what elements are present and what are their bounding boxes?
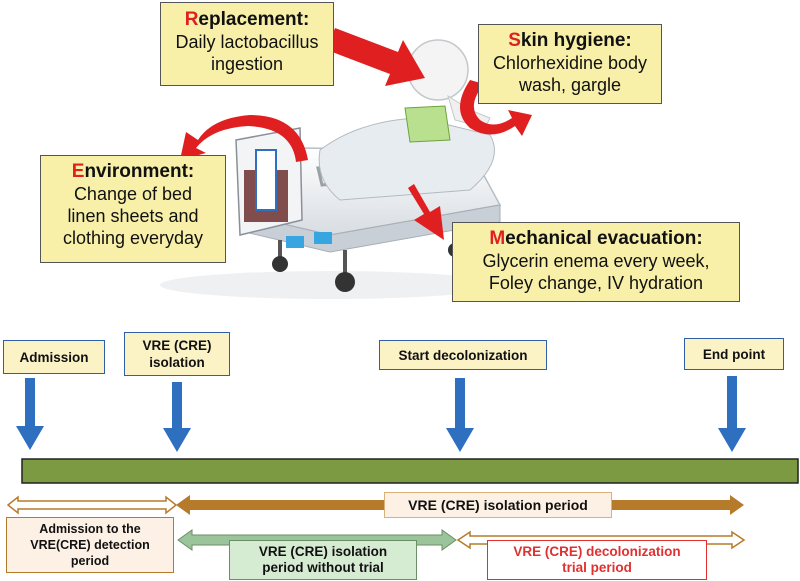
replacement-line2: ingestion — [210, 54, 284, 74]
end-down-arrow-icon — [718, 376, 746, 452]
end-point-label: End point — [702, 346, 766, 362]
without-trial-box: VRE (CRE) isolation period without trial — [229, 540, 417, 580]
timeline-bar — [21, 458, 799, 484]
isolation-period-box: VRE (CRE) isolation period — [384, 492, 612, 518]
environment-title: Environment: — [41, 161, 225, 183]
mechanical-title: Mechanical evacuation: — [453, 228, 739, 250]
red-arrows — [180, 28, 532, 240]
detection-period-box: Admission to the VRE(CRE) detection peri… — [6, 517, 174, 573]
isolation-box: VRE (CRE) isolation — [124, 332, 230, 376]
skin-line1: Chlorhexidine body — [492, 53, 648, 73]
patient-icon — [318, 39, 495, 201]
environment-line1: Change of bed — [73, 184, 193, 204]
start-decolonization-label: Start decolonization — [398, 347, 528, 363]
environment-callout: Environment: Change of bed linen sheets … — [40, 155, 226, 263]
replacement-callout: Replacement: Daily lactobacillus ingesti… — [160, 2, 334, 86]
isolation-label-l2: isolation — [149, 355, 205, 370]
replacement-initial: R — [184, 9, 199, 30]
environment-initial: E — [71, 161, 85, 182]
admission-box: Admission — [3, 340, 105, 374]
environment-line3: clothing everyday — [62, 228, 204, 248]
mechanical-title-rest: echanical evacuation: — [505, 228, 703, 249]
detection-period-arrow-icon — [6, 495, 178, 515]
isolation-label-l1: VRE (CRE) — [142, 338, 212, 353]
without-trial-l2: period without trial — [262, 560, 384, 575]
environment-line2: linen sheets and — [67, 206, 199, 226]
environment-arrow-icon — [180, 115, 308, 162]
skin-line2: wash, gargle — [518, 75, 622, 95]
skin-title: Skin hygiene: — [479, 30, 661, 52]
detection-l3: period — [70, 554, 110, 568]
without-trial-l1: VRE (CRE) isolation — [258, 544, 388, 559]
replacement-line1: Daily lactobacillus — [175, 32, 319, 52]
detection-l2: VRE(CRE) detection — [30, 538, 150, 552]
skin-arrow-icon — [460, 80, 532, 136]
start-decolonization-box: Start decolonization — [379, 340, 547, 370]
start-down-arrow-icon — [446, 378, 474, 452]
decolonization-l1: VRE (CRE) decolonization — [513, 544, 681, 559]
mechanical-callout: Mechanical evacuation: Glycerin enema ev… — [452, 222, 740, 302]
replacement-title-rest: eplacement: — [198, 9, 310, 30]
admission-down-arrow-icon — [16, 378, 44, 450]
skin-initial: S — [508, 30, 521, 51]
skin-hygiene-callout: Skin hygiene: Chlorhexidine body wash, g… — [478, 24, 662, 104]
decolonization-l2: trial period — [562, 560, 632, 575]
mechanical-arrow-icon — [408, 184, 444, 240]
skin-title-rest: kin hygiene: — [520, 30, 632, 51]
isolation-down-arrow-icon — [163, 382, 191, 452]
replacement-title: Replacement: — [161, 9, 333, 31]
end-point-box: End point — [684, 338, 784, 370]
mechanical-line2: Foley change, IV hydration — [488, 273, 704, 293]
detection-l1: Admission to the — [39, 522, 141, 536]
mechanical-initial: M — [489, 228, 506, 249]
admission-label: Admission — [19, 349, 89, 365]
mechanical-line1: Glycerin enema every week, — [482, 251, 710, 271]
bed-shadow — [160, 271, 500, 299]
decolonization-period-box: VRE (CRE) decolonization trial period — [487, 540, 707, 580]
isolation-period-label: VRE (CRE) isolation period — [408, 497, 588, 513]
environment-title-rest: nvironment: — [84, 161, 195, 182]
replacement-arrow-icon — [327, 28, 425, 86]
